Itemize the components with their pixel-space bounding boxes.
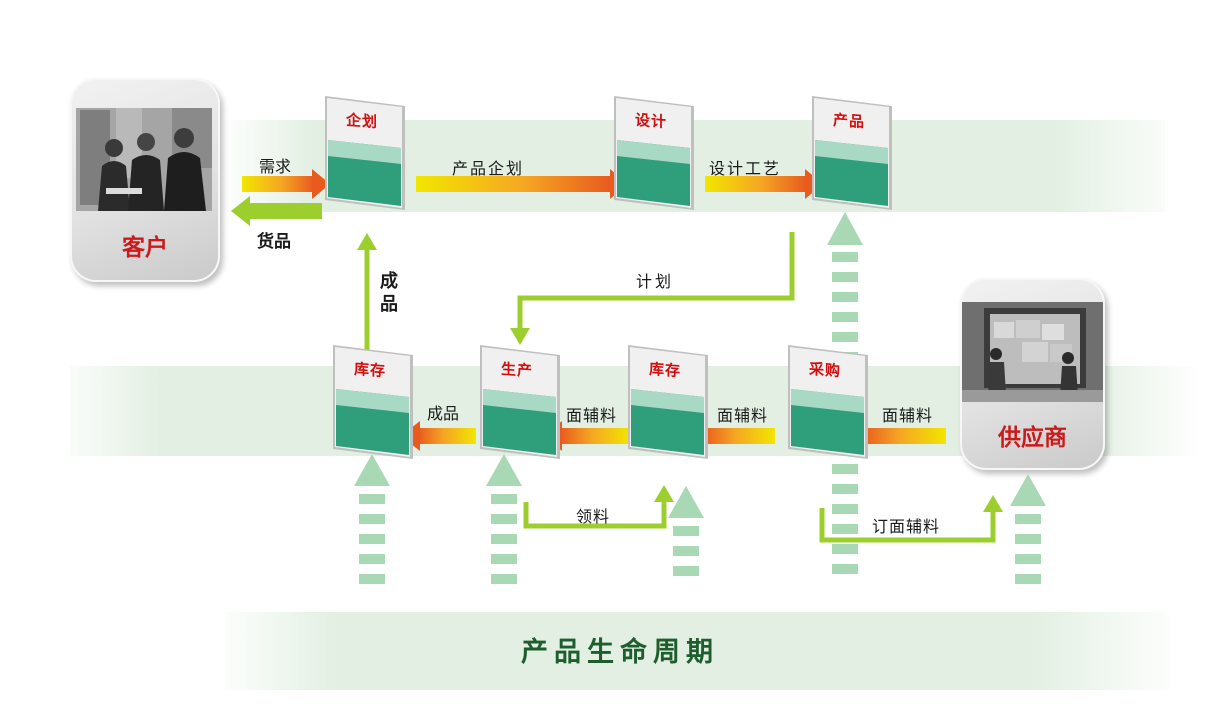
stage-card-production: 生产 xyxy=(480,345,560,461)
stage-card-design: 设计 xyxy=(614,96,694,212)
inventory-material-label: 库存 xyxy=(648,359,681,381)
production-label: 生产 xyxy=(500,359,533,381)
planning-label: 企划 xyxy=(345,110,378,132)
finished-goods-label: 成品 xyxy=(427,404,460,423)
stage-card-planning: 企划 xyxy=(325,96,405,212)
material-requisition-label: 领料 xyxy=(576,507,611,526)
supplier-label: 供应商 xyxy=(998,425,1067,451)
warehouse-delivery-photo xyxy=(962,302,1103,402)
plan-connector xyxy=(510,232,795,345)
order-fabric-accessories-label: 订面辅料 xyxy=(872,517,941,536)
finished-goods-vertical-label: 成品 xyxy=(380,271,398,315)
design-label: 设计 xyxy=(634,110,667,132)
inventory-finished-label: 库存 xyxy=(353,359,386,381)
dashed-up-arrow-production xyxy=(486,454,522,584)
finished-goods-up-arrow xyxy=(357,233,377,350)
dashed-up-arrow-inventory xyxy=(354,454,390,584)
goods-label: 货品 xyxy=(257,232,291,252)
title-band xyxy=(225,612,1170,690)
business-people-photo xyxy=(76,108,212,211)
dashed-up-arrow-supplier xyxy=(1010,474,1046,584)
customer-box: 客户 xyxy=(70,78,220,282)
product-planning-label: 产品企划 xyxy=(452,159,525,178)
dashed-up-arrow-material xyxy=(668,486,704,576)
demand-label: 需求 xyxy=(259,157,292,176)
stage-card-inventory-material: 库存 xyxy=(628,345,708,461)
fabric-accessories-label-3: 面辅料 xyxy=(882,406,934,425)
diagram-title: 产品生命周期 xyxy=(521,637,719,668)
plan-label: 计划 xyxy=(636,272,675,291)
supplier-box: 供应商 xyxy=(960,278,1105,470)
stage-card-purchasing: 采购 xyxy=(788,345,868,461)
requisition-connector xyxy=(523,485,674,529)
purchasing-label: 采购 xyxy=(808,359,841,381)
order-connector xyxy=(819,495,1003,543)
fabric-accessories-label-1: 面辅料 xyxy=(566,406,618,425)
fabric-accessories-label-2: 面辅料 xyxy=(717,406,769,425)
design-process-label: 设计工艺 xyxy=(709,159,782,178)
demand-arrow xyxy=(242,169,330,199)
goods-arrow xyxy=(231,196,322,226)
product-label: 产品 xyxy=(832,110,865,132)
stage-card-inventory-finished: 库存 xyxy=(333,345,413,461)
customer-label: 客户 xyxy=(122,235,168,261)
stage-card-product: 产品 xyxy=(812,96,892,212)
